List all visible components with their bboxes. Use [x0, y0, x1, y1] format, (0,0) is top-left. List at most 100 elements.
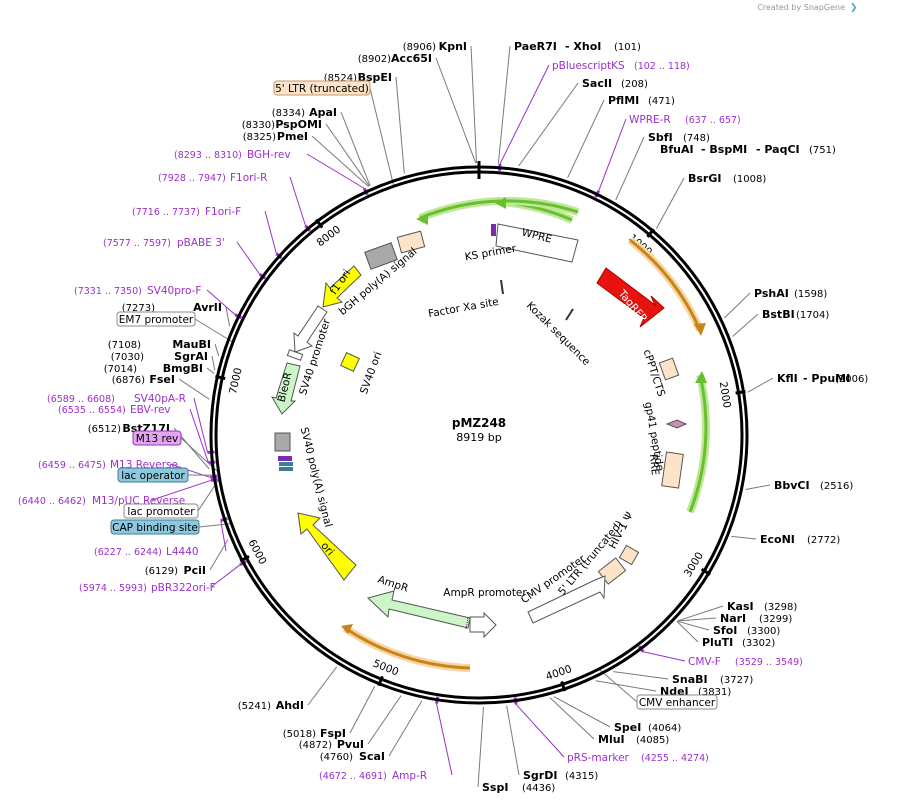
restriction-site-label[interactable]: BfuAI	[660, 143, 694, 156]
primer-label[interactable]: SV40pro-F	[147, 285, 201, 297]
primer-label[interactable]: pRS-marker	[567, 752, 630, 764]
restriction-site-label[interactable]: BbvCI	[774, 479, 810, 492]
feature-tag-box	[116, 311, 196, 327]
primer-leader-line	[643, 651, 686, 662]
restriction-site-label[interactable]: SfoI	[713, 624, 737, 637]
green-right-arc	[688, 374, 708, 513]
site-leader-line	[518, 82, 579, 167]
restriction-site-label[interactable]: FspI	[320, 727, 346, 740]
restriction-site-position: (1598)	[794, 289, 827, 300]
restriction-site-position: (7030)	[111, 352, 144, 363]
em7-promoter-mark	[286, 349, 304, 361]
restriction-site-label[interactable]: SspI	[482, 781, 508, 794]
feature-tag-label[interactable]: 5' LTR (truncated)	[275, 83, 369, 95]
restriction-site-label[interactable]: PciI	[184, 564, 206, 577]
primer-leader-line	[220, 520, 227, 552]
restriction-site-label[interactable]: - PpuMI	[803, 372, 850, 385]
restriction-site-label[interactable]: SpeI	[614, 721, 641, 734]
bleor-arrow	[270, 362, 301, 415]
restriction-site-label[interactable]: ApaI	[309, 106, 337, 119]
primer-label[interactable]: F1ori-R	[230, 172, 267, 184]
primer-label[interactable]: CMV-F	[688, 656, 721, 668]
restriction-site-label[interactable]: PflMI	[608, 94, 639, 107]
primer-label[interactable]: F1ori-F	[205, 206, 241, 218]
restriction-site-label[interactable]: PspOMI	[275, 118, 322, 131]
restriction-site-label[interactable]: SgrDI	[523, 769, 557, 782]
restriction-site-label[interactable]: Acc65I	[391, 52, 432, 65]
restriction-site-position: (471)	[648, 96, 675, 107]
restriction-site-label[interactable]: SbfI	[648, 131, 673, 144]
feature-tag-box	[636, 694, 718, 710]
restriction-site-label[interactable]: AvrII	[193, 301, 222, 314]
primer-label[interactable]: WPRE-R	[629, 114, 671, 126]
rre-label: RRE	[647, 454, 661, 476]
kozak-label: Kozak sequence	[524, 300, 592, 368]
site-leader-line	[178, 378, 210, 400]
feature-tag-label[interactable]: lac promoter	[127, 506, 195, 518]
restriction-site-label[interactable]: SnaBI	[672, 673, 708, 686]
restriction-site-label[interactable]: PshAI	[754, 287, 789, 300]
restriction-site-label[interactable]: PmeI	[277, 130, 308, 143]
feature-tag-label[interactable]: EM7 promoter	[119, 314, 194, 326]
restriction-site-label[interactable]: KasI	[727, 600, 754, 613]
wpre-arc2	[419, 199, 579, 220]
restriction-site-label[interactable]: PaeR7I	[514, 40, 557, 53]
restriction-site-label[interactable]: EcoNI	[760, 533, 795, 546]
primer-label[interactable]: BGH-rev	[247, 149, 291, 161]
restriction-site-label[interactable]: PvuI	[337, 738, 364, 751]
restriction-site-position: (2006)	[835, 374, 868, 385]
feature-tag-label[interactable]: CMV enhancer	[639, 697, 716, 709]
restriction-site-label[interactable]: ScaI	[359, 750, 385, 763]
restriction-site-label[interactable]: - PaqCI	[756, 143, 800, 156]
restriction-site-position: (3727)	[720, 675, 753, 686]
restriction-site-label[interactable]: FseI	[149, 373, 175, 386]
restriction-site-label[interactable]: MauBI	[172, 338, 211, 351]
primer-position: (7331 .. 7350)	[74, 286, 142, 297]
restriction-site-label[interactable]: KflI	[777, 372, 798, 385]
restriction-site-position: (7014)	[104, 364, 137, 375]
sv40-ori-box	[340, 352, 360, 372]
site-leader-line	[613, 671, 669, 680]
tick-label: 7000	[227, 367, 245, 396]
primer-label[interactable]: Amp-R	[392, 770, 427, 782]
primer-label[interactable]: L4440	[166, 546, 199, 558]
restriction-site-position: (4085)	[636, 735, 669, 746]
ltr-left-box	[396, 230, 426, 254]
restriction-site-label[interactable]: MluI	[598, 733, 625, 746]
restriction-site-label[interactable]: BsrGI	[688, 172, 721, 185]
feature-tag-label[interactable]: CAP binding site	[112, 522, 198, 534]
restriction-site-position: (2516)	[820, 481, 853, 492]
primer-leader-line	[193, 397, 209, 453]
primer-leader-line	[436, 703, 453, 776]
restriction-site-position: (3299)	[759, 614, 792, 625]
ampr-orange-glow	[342, 624, 471, 672]
restriction-site-label[interactable]: - XhoI	[565, 40, 601, 53]
restriction-site-label[interactable]: NarI	[720, 612, 746, 625]
factor-xa-label: Factor Xa site	[427, 296, 499, 320]
restriction-site-label[interactable]: SgrAI	[174, 350, 208, 363]
restriction-site-position: (1008)	[733, 174, 766, 185]
primer-position: (7928 .. 7947)	[158, 173, 226, 184]
site-leader-line	[214, 343, 220, 357]
site-leader-line	[477, 706, 485, 788]
cap-site-mark	[279, 467, 293, 471]
feature-tag-label[interactable]: M13 rev	[136, 433, 179, 445]
primer-label[interactable]: EBV-rev	[130, 404, 171, 416]
restriction-site-label[interactable]: AhdI	[276, 699, 304, 712]
m13rev-mark	[278, 456, 292, 461]
restriction-site-label[interactable]: - BspMI	[701, 143, 747, 156]
restriction-site-label[interactable]: SacII	[582, 77, 612, 90]
restriction-site-position: (5241)	[238, 701, 271, 712]
primer-label[interactable]: pBR322ori-F	[151, 582, 216, 594]
restriction-site-label[interactable]: KpnI	[439, 40, 467, 53]
primer-label[interactable]: pBluescriptKS	[552, 60, 625, 72]
primer-position: (6459 .. 6475)	[38, 460, 106, 471]
restriction-site-label[interactable]: PluTI	[702, 636, 733, 649]
primer-label[interactable]: SV40pA-R	[134, 393, 186, 405]
rre-box	[661, 451, 684, 489]
site-leader-line	[677, 617, 717, 622]
feature-tag-label[interactable]: lac operator	[121, 470, 185, 482]
restriction-site-label[interactable]: BstBI	[762, 308, 795, 321]
restriction-site-label[interactable]: BmgBI	[163, 362, 203, 375]
primer-label[interactable]: pBABE 3'	[177, 237, 225, 249]
